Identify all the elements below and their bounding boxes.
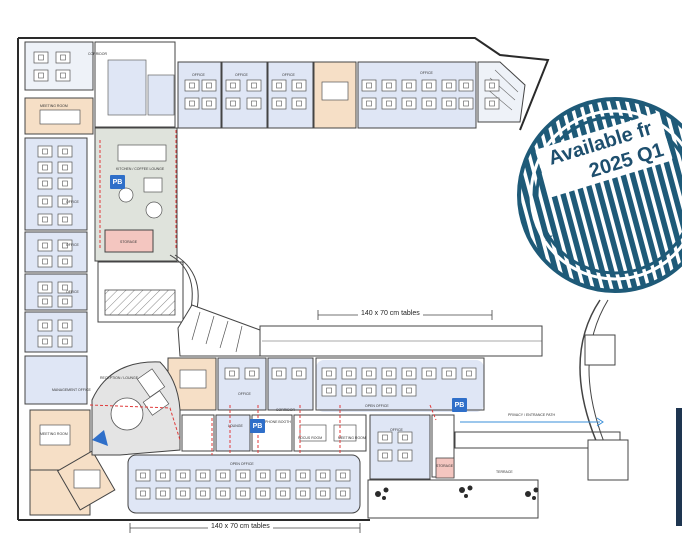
room-label-phone-booth: PHONE BOOTH [265,420,291,424]
room-label-focus-room: FOCUS ROOM [298,436,323,440]
room-label-storage: STORAGE [120,240,138,244]
pb-badge-right: PB [452,398,467,412]
reception [91,361,181,456]
room-label-kitchen: KITCHEN / COFFEE LOUNGE [116,167,165,171]
terrace-plants [375,485,539,500]
privacy-path [460,417,604,427]
room-label-office-center: OFFICE [238,392,251,396]
dimension-label-top: 140 x 70 cm tables [358,310,423,317]
desks-middle [179,367,477,397]
diagonal-wing [177,304,543,357]
room-label-office-top-3: OFFICE [282,73,295,77]
room-label-meeting-left: MEETING ROOM [40,104,68,108]
right-curve [579,299,682,526]
room-label-office-left-3: OFFICE [66,290,79,294]
room-label-privacy: PRIVACY / ENTRANCE PATH [508,413,555,417]
bottom-offices [127,414,621,519]
room-label-corridor-top: CORRIDOR [88,52,108,56]
top-wing [24,41,526,135]
room-label-office-top-2: OFFICE [235,73,248,77]
pb-badge-center: PB [250,419,265,433]
room-label-office-left-1: OFFICE [66,200,79,204]
room-label-terrace: TERRACE [496,470,513,474]
star-icon: ★ [543,230,554,244]
dimension-label-bottom: 140 x 70 cm tables [208,523,273,530]
room-label-open-office-bottom: OPEN OFFICE [230,462,254,466]
desks-left [37,145,101,489]
core-area [94,127,199,333]
desks-bottom [135,424,413,500]
room-label-management: MANAGEMENT OFFICE [52,388,91,392]
room-label-office-top-1: OFFICE [192,73,205,77]
room-label-reception: RECEPTION / LOUNGE [100,376,139,380]
room-label-open-office-right: OPEN OFFICE [365,404,389,408]
room-label-storage-2: STORAGE [436,464,454,468]
room-label-corridor-center: CORRIDOR [276,408,296,412]
building-outline [17,37,550,521]
room-label-office-left-2: OFFICE [66,243,79,247]
room-label-office-bottom-right: OFFICE [390,428,403,432]
pb-badge-kitchen: PB [110,175,125,189]
left-wing [24,137,116,516]
desks-top [33,51,500,125]
room-label-meeting-small: MEETING ROOM [338,436,366,440]
room-label-office-top-4: OFFICE [420,71,433,75]
room-label-meeting-bottom-left: MEETING ROOM [40,432,68,436]
room-label-lounge: LOUNGE [228,424,243,428]
